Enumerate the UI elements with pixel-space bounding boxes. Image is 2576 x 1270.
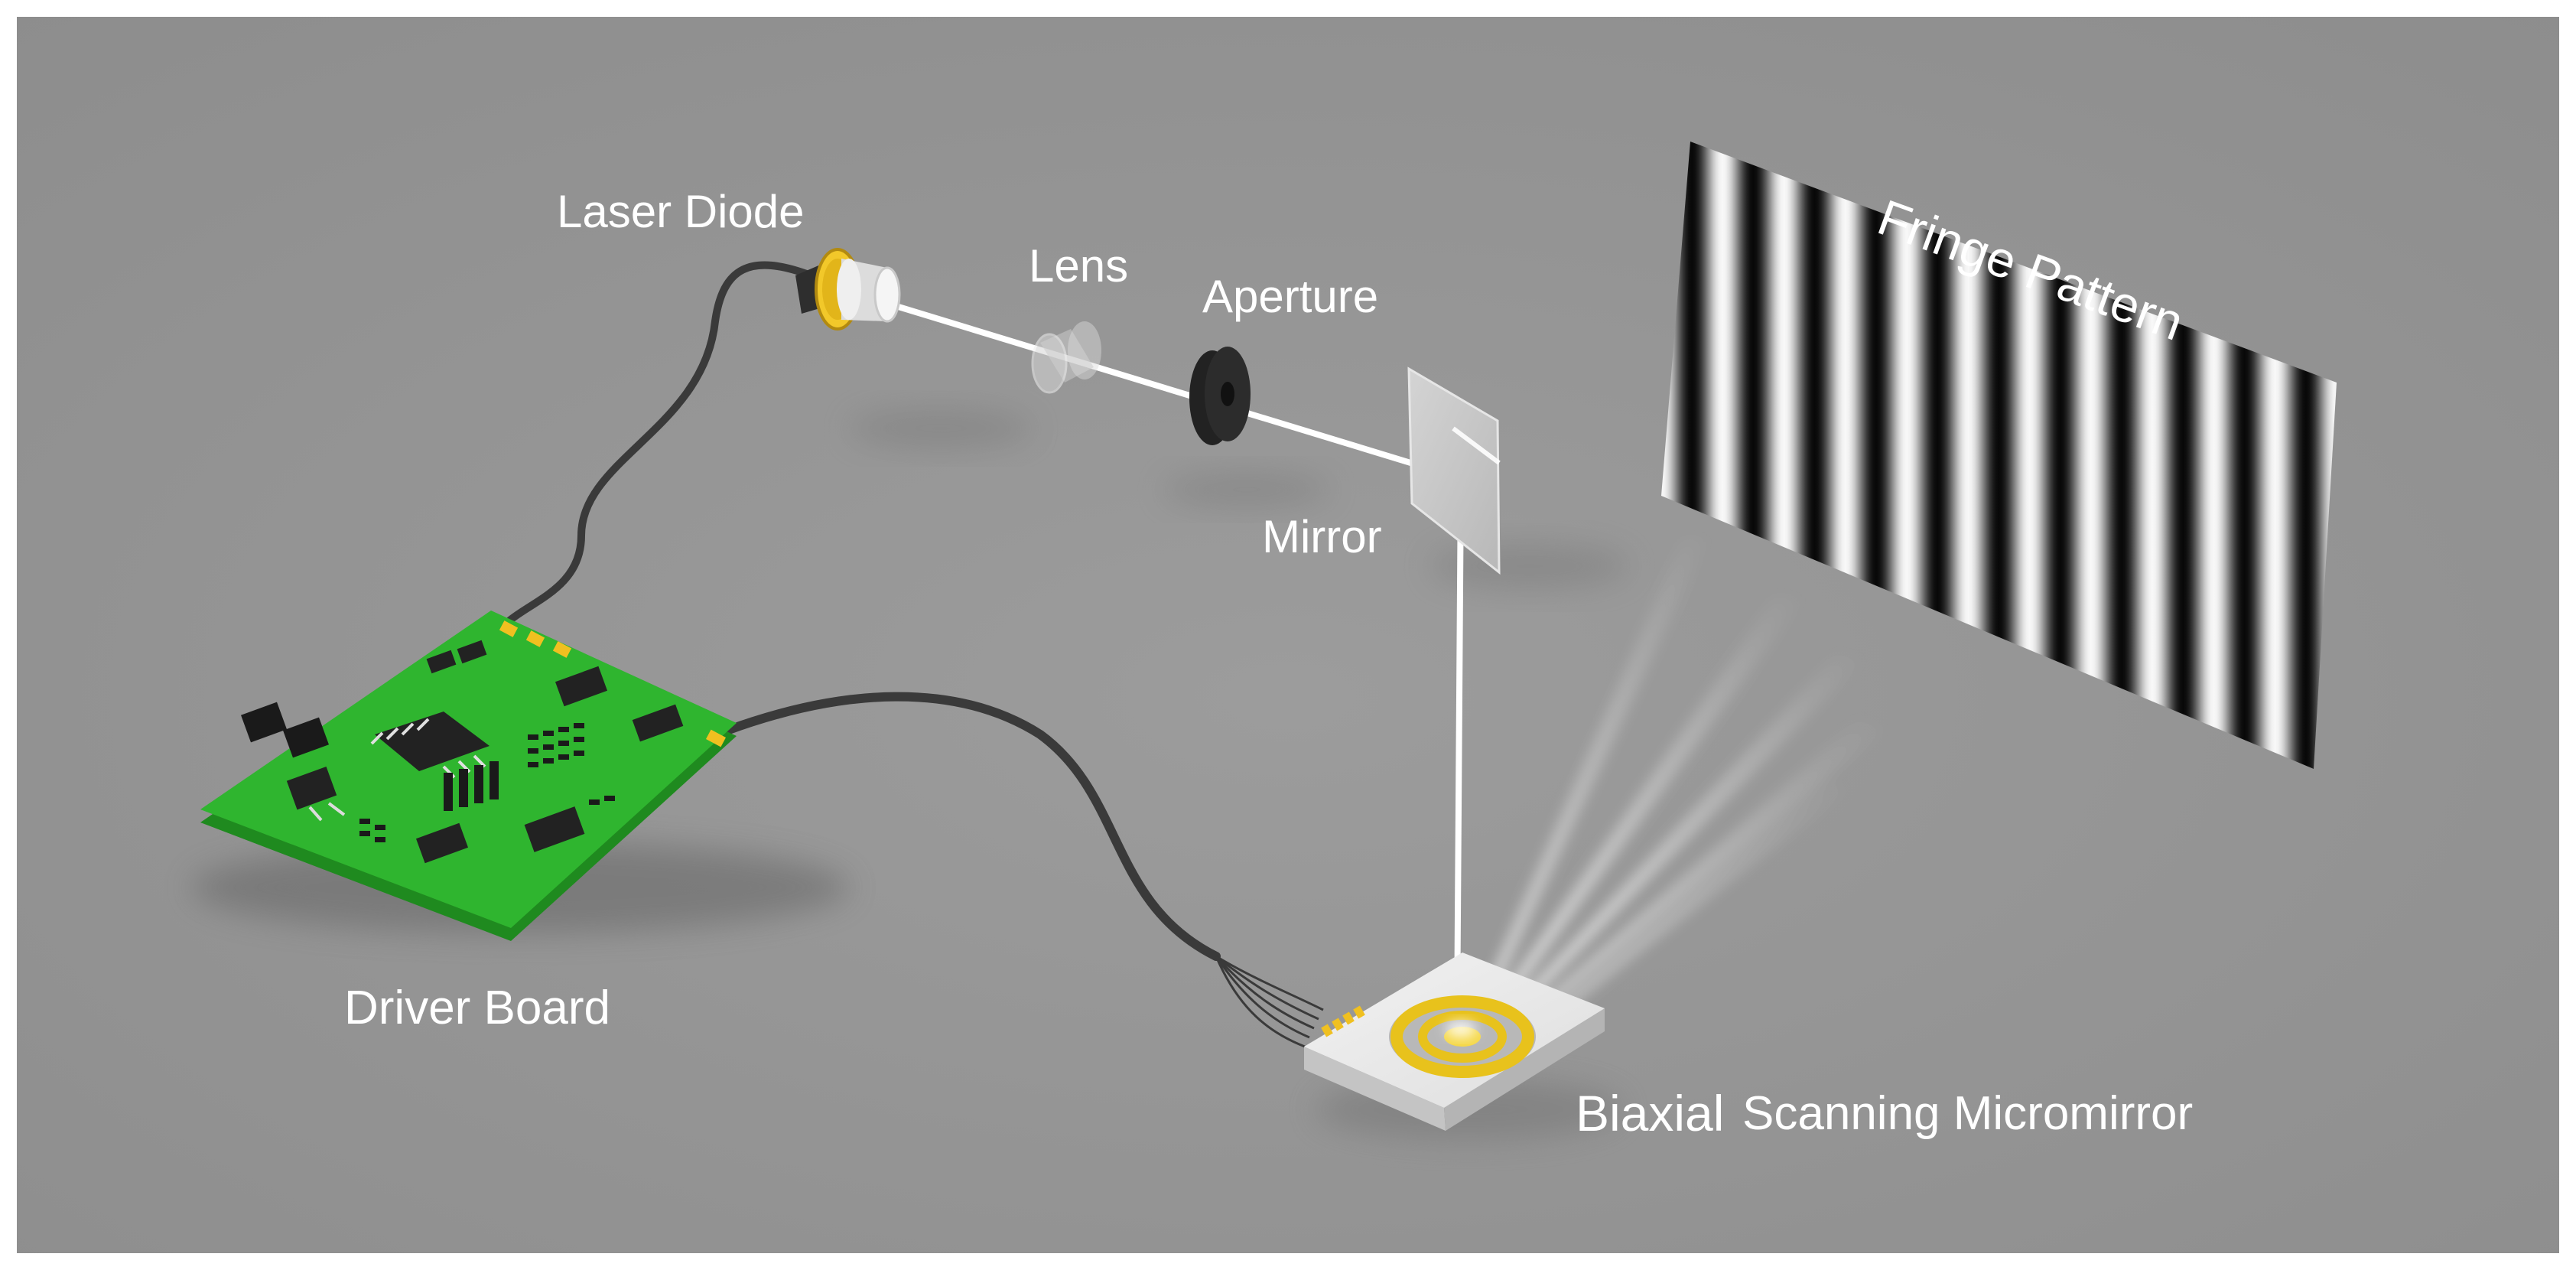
driver-board [200, 611, 737, 941]
gimbal-inner-ring [1418, 1011, 1507, 1063]
laser-cable [493, 261, 815, 639]
biaxial-label: Biaxial [1576, 1085, 1725, 1141]
biaxial-scanning-micromirror [1304, 952, 1605, 1131]
laser-diode-label: Laser Diode [557, 186, 805, 237]
beam-segment-source-to-mirror [880, 299, 1464, 481]
mirror-label: Mirror [1262, 511, 1382, 562]
aperture [1189, 347, 1251, 445]
lens [1031, 321, 1101, 394]
aperture-shadow [1163, 473, 1331, 506]
lens-label: Lens [1029, 240, 1129, 291]
fringe-screen [1661, 142, 2337, 769]
cable-fanout-wires [1215, 955, 1324, 1048]
driver-board-label: Driver Board [344, 982, 610, 1034]
chip-side [1304, 1047, 1446, 1131]
micromirror-cable [722, 692, 1221, 961]
mirror [1407, 366, 1501, 575]
fringe-pattern-screen [1661, 142, 2337, 769]
aperture-label: Aperture [1202, 271, 1379, 322]
lens-shadow [849, 409, 1033, 448]
laser-diode [795, 248, 901, 331]
gimbal-outer-ring [1390, 995, 1534, 1078]
chip-side-right [1444, 1008, 1605, 1131]
scanning-micromirror-label: Scanning Micromirror [1742, 1087, 2194, 1140]
scanning-light-fan [1465, 536, 1889, 1060]
beam-segment-to-micromirror [1454, 475, 1464, 1028]
